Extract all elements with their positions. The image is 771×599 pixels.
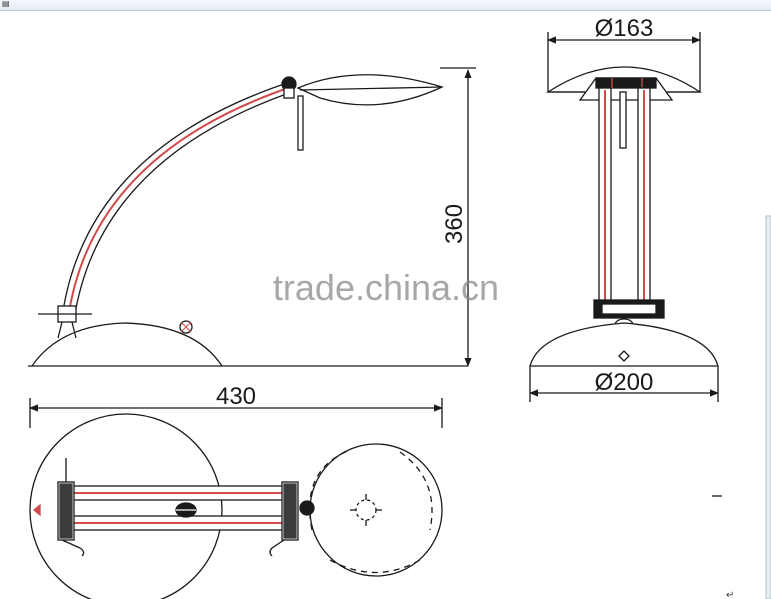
length-dimension bbox=[29, 398, 443, 428]
front-view bbox=[529, 32, 719, 402]
front-base-dome bbox=[529, 322, 719, 367]
base-diameter-label: Ø200 bbox=[595, 369, 654, 396]
length-dim-label: 430 bbox=[216, 383, 256, 410]
side-switch-rod bbox=[297, 95, 304, 151]
side-arm-outer bbox=[61, 81, 291, 319]
side-arm-inner bbox=[73, 91, 293, 321]
height-dim-label: 360 bbox=[441, 204, 468, 244]
right-edge-bar bbox=[765, 215, 771, 599]
side-arm-stripe bbox=[67, 86, 292, 320]
top-view bbox=[29, 413, 722, 599]
top-ruler-strip: ▤ bbox=[0, 0, 771, 11]
watermark-text: trade.china.cn bbox=[273, 267, 499, 308]
side-base-knob bbox=[179, 320, 193, 334]
side-base-dome bbox=[31, 322, 223, 367]
top-diameter-label: Ø163 bbox=[595, 15, 654, 42]
side-view bbox=[28, 67, 476, 367]
page-icon: ▤ bbox=[2, 0, 10, 8]
top-base-circle bbox=[29, 413, 223, 599]
return-mark: ↵ bbox=[726, 590, 734, 599]
bulb-star-icon bbox=[350, 494, 382, 526]
front-switch-rod bbox=[619, 91, 627, 149]
